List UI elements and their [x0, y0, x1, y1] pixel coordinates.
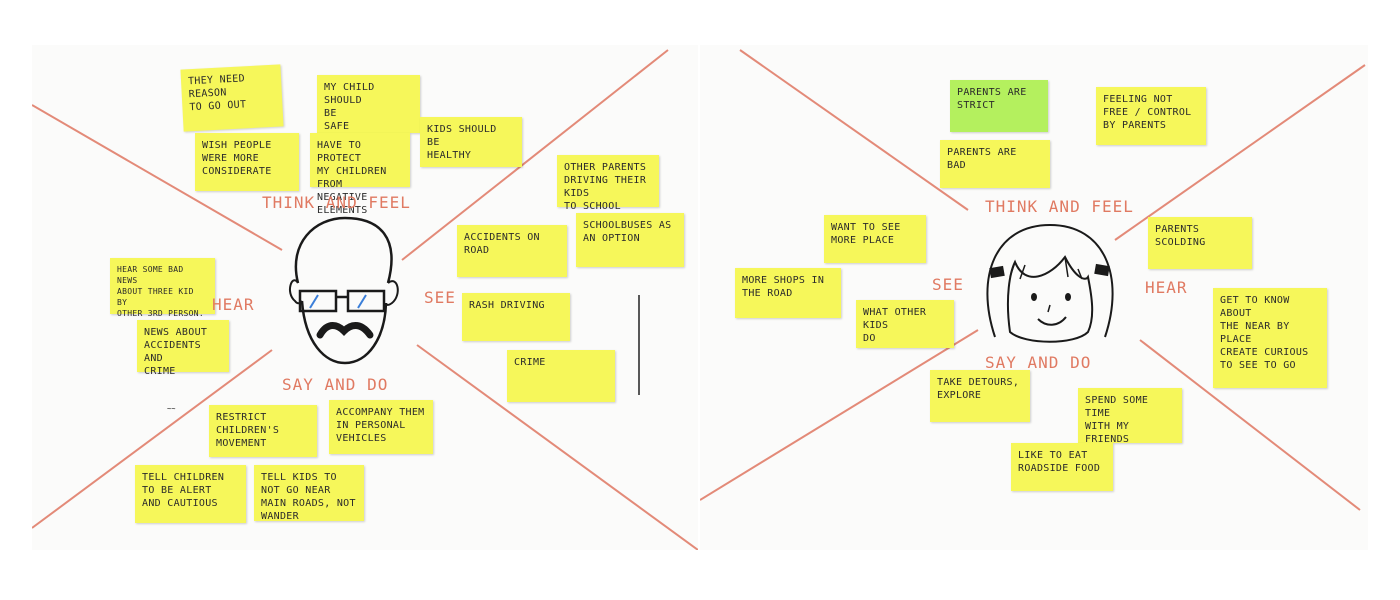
axis-line-top-right [401, 49, 669, 261]
axis-line-bottom-right [416, 344, 698, 550]
label-see: SEE [424, 288, 456, 307]
note-feeling-not-free: FEELING NOT FREE / CONTROL BY PARENTS [1096, 87, 1206, 145]
axis-line-top-left [32, 104, 283, 251]
empathy-map-child: PARENTS ARE STRICT FEELING NOT FREE / CO… [700, 45, 1368, 550]
note-accidents-road: ACCIDENTS ON ROAD [457, 225, 567, 277]
label-say-and-do: SAY AND DO [282, 375, 389, 394]
note-rash-driving: RASH DRIVING [462, 293, 570, 341]
note-tell-main-roads: TELL KIDS TO NOT GO NEAR MAIN ROADS, NOT… [254, 465, 364, 522]
label-think-and-feel: THINK AND FEEL [262, 193, 411, 212]
note-spend-time: SPEND SOME TIME WITH MY FRIENDS [1078, 388, 1182, 445]
note-other-parents: OTHER PARENTS DRIVING THEIR KIDS TO SCHO… [557, 155, 659, 212]
note-restrict: RESTRICT CHILDREN'S MOVEMENT [209, 405, 317, 457]
note-child-safe: MY CHILD SHOULD BE SAFE [317, 75, 420, 133]
label-say-and-do: SAY AND DO [985, 353, 1092, 372]
map-axis-lines [32, 49, 698, 550]
axis-line-top-left [739, 49, 969, 211]
axis-line-bottom-left [700, 329, 979, 501]
note-schoolbuses: SCHOOLBUSES AS AN OPTION [576, 213, 684, 267]
child-face-drawing [986, 223, 1114, 343]
note-accompany: ACCOMPANY THEM IN PERSONAL VEHICLES [329, 400, 433, 454]
map-axis-lines [700, 49, 1366, 511]
father-face-drawing [288, 216, 399, 365]
note-parents-strict: PARENTS ARE STRICT [950, 80, 1048, 132]
note-protect-children: HAVE TO PROTECT MY CHILDREN FROM NEGATIV… [310, 133, 410, 216]
note-take-detours: TAKE DETOURS, EXPLORE [930, 370, 1030, 422]
note-other-kids-do: WHAT OTHER KIDS DO [856, 300, 954, 348]
axis-line-bottom-right [1139, 339, 1361, 511]
label-think-and-feel: THINK AND FEEL [985, 197, 1134, 216]
note-crime: CRIME [507, 350, 615, 402]
note-get-to-know: GET TO KNOW ABOUT THE NEAR BY PLACE CREA… [1213, 288, 1327, 388]
empathy-map-parent: THEY NEED REASON TO GO OUT MY CHILD SHOU… [32, 45, 698, 550]
axis-line-bottom-left [32, 349, 273, 529]
note-want-see-place: WANT TO SEE MORE PLACE [824, 215, 926, 263]
note-bad-news: HEAR SOME BAD NEWS ABOUT THREE KID BY OT… [110, 258, 215, 318]
note-tell-alert: TELL CHILDREN TO BE ALERT AND CAUTIOUS [135, 465, 246, 523]
note-more-shops: MORE SHOPS IN THE ROAD [735, 268, 841, 318]
label-hear: HEAR [1145, 278, 1188, 297]
axis-line-top-right [1114, 64, 1366, 241]
note-wish-people: WISH PEOPLE WERE MORE CONSIDERATE [195, 133, 299, 191]
note-parents-scolding: PARENTS SCOLDING [1148, 217, 1252, 269]
label-hear: HEAR [212, 295, 255, 314]
note-kids-healthy: KIDS SHOULD BE HEALTHY [420, 117, 522, 167]
note-news-accidents: NEWS ABOUT ACCIDENTS AND CRIME [137, 320, 229, 377]
note-roadside-food: LIKE TO EAT ROADSIDE FOOD [1011, 443, 1113, 491]
scribble-mark: ~~ [167, 405, 176, 413]
note-parents-bad: PARENTS ARE BAD [940, 140, 1050, 188]
note-need-reason: THEY NEED REASON TO GO OUT [180, 64, 284, 132]
label-see: SEE [932, 275, 964, 294]
